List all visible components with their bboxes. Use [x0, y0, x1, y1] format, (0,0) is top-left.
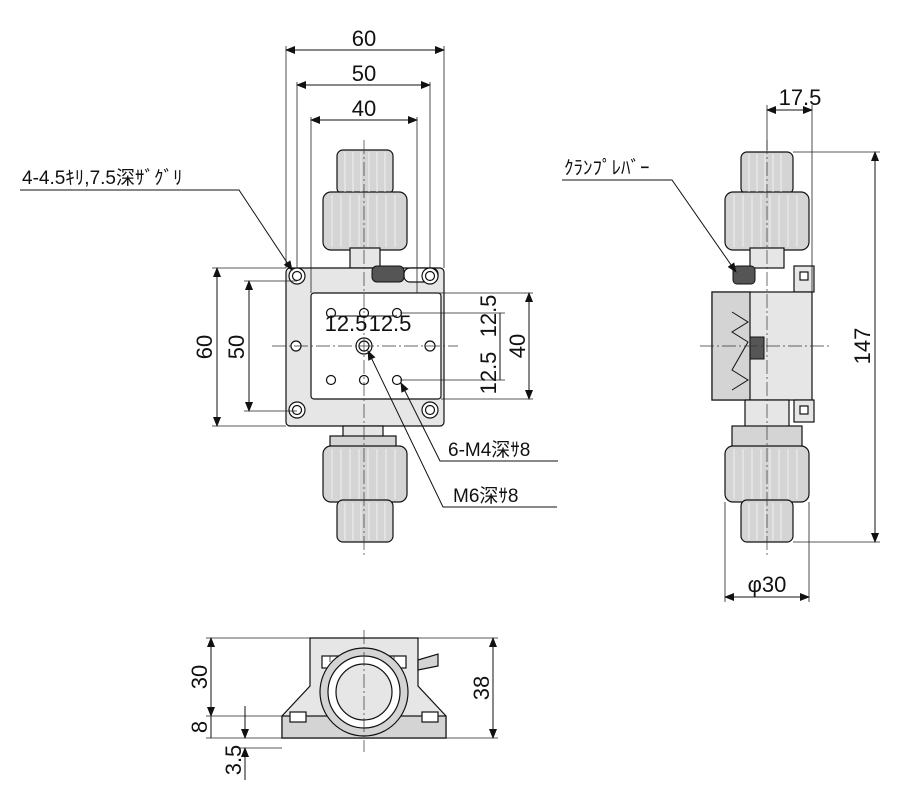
dim-height-50: 50 — [224, 335, 249, 359]
dim-width-40: 40 — [352, 96, 376, 121]
micrometer-knob-upper — [322, 149, 408, 269]
dim-width-60: 60 — [352, 26, 376, 51]
callout-m6: M6深ｻ8 — [453, 485, 518, 507]
callout-m4: 6-M4深ｻ8 — [448, 439, 530, 461]
mount-holes — [288, 267, 439, 419]
front-view: 30 8 3.5 38 — [187, 630, 498, 780]
dim-diameter-30: φ30 — [748, 572, 787, 597]
dim-pitch-h-right: 12.5 — [369, 311, 412, 336]
side-view: 17.5 147 φ30 ｸﾗﾝﾌﾟﾚﾊﾞｰ — [562, 85, 880, 602]
dim-height-8: 8 — [187, 721, 212, 733]
dim-height-3-5: 3.5 — [221, 745, 246, 776]
dim-width-50: 50 — [352, 61, 376, 86]
top-view: 60 50 40 60 50 12.5 12.5 12.5 12.5 40 4-… — [20, 26, 558, 555]
micrometer-knob-lower — [322, 425, 408, 543]
dim-height-38: 38 — [469, 676, 494, 700]
callout-mount-holes: 4-4.5ｷﾘ,7.5深ｻﾞｸﾞﾘ — [22, 167, 183, 189]
dim-width-17-5: 17.5 — [779, 85, 822, 110]
dim-total-147: 147 — [850, 328, 875, 365]
dim-height-30: 30 — [187, 665, 212, 689]
dim-height-40: 40 — [505, 334, 530, 358]
dim-pitch-v-bottom: 12.5 — [476, 352, 501, 395]
dim-height-60: 60 — [192, 335, 217, 359]
dim-pitch-v-top: 12.5 — [476, 295, 501, 338]
dim-pitch-h-left: 12.5 — [325, 311, 368, 336]
callout-clamp-lever: ｸﾗﾝﾌﾟﾚﾊﾞｰ — [564, 157, 650, 179]
